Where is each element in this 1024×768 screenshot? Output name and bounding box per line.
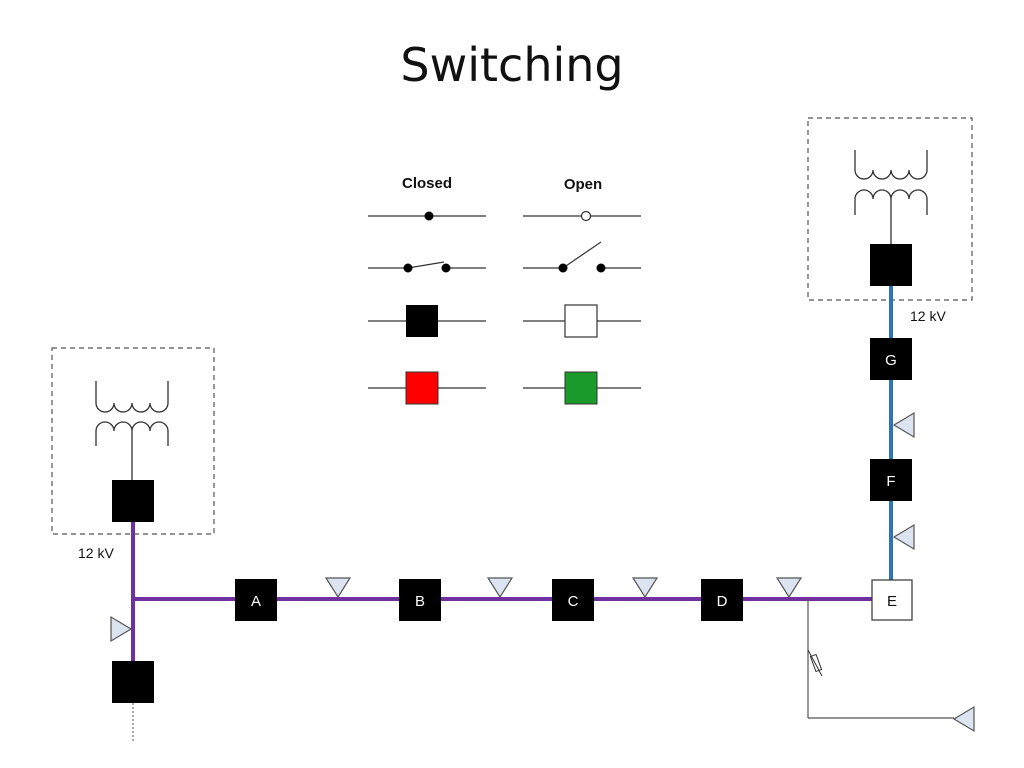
right-substation: 12 kV — [807, 117, 973, 324]
switch-c[interactable]: C — [552, 579, 594, 621]
switch-e-label: E — [887, 593, 897, 610]
transformer-icon — [854, 150, 928, 244]
switch-b[interactable]: B — [399, 579, 441, 621]
page-title: Switching — [400, 38, 624, 92]
switch-a[interactable]: A — [235, 579, 277, 621]
right-voltage-label: 12 kV — [910, 308, 946, 324]
switch-b-label: B — [415, 593, 425, 610]
left-substation: 12 kV — [51, 347, 215, 561]
switch-c-label: C — [568, 593, 579, 610]
legend-closed-breaker — [368, 305, 486, 337]
fused-lateral — [807, 599, 975, 733]
legend-open-label: Open — [564, 176, 602, 193]
fault-indicator-icon — [324, 577, 352, 599]
legend-closed-label: Closed — [402, 175, 452, 192]
legend-open-breaker — [523, 304, 641, 338]
fault-indicator-icon — [110, 615, 133, 643]
switch-d-label: D — [717, 593, 728, 610]
fault-indicator-icon — [892, 411, 915, 439]
left-voltage-label: 12 kV — [78, 545, 114, 561]
legend-closed-breaker-red — [368, 371, 486, 405]
legend-closed-contact — [368, 211, 486, 221]
fault-indicator-icon — [631, 577, 659, 599]
switch-f[interactable]: F — [870, 459, 912, 501]
fault-indicator-icon — [486, 577, 514, 599]
transformer-icon — [95, 381, 169, 480]
fault-indicator-icon — [892, 523, 915, 551]
switch-a-label: A — [251, 593, 261, 610]
legend-open-knife-switch — [523, 241, 641, 273]
switch-e[interactable]: E — [871, 579, 913, 621]
legend-open-breaker-green — [523, 371, 641, 405]
right-substation-breaker[interactable] — [870, 244, 912, 286]
legend-open-contact — [523, 210, 641, 222]
switch-g[interactable]: G — [870, 338, 912, 380]
left-substation-box — [51, 347, 215, 535]
fault-indicator-icon — [952, 705, 975, 733]
switch-d[interactable]: D — [701, 579, 743, 621]
left-substation-breaker[interactable] — [112, 480, 154, 522]
switch-g-label: G — [885, 352, 897, 369]
lower-left-breaker[interactable] — [112, 661, 154, 703]
legend: Closed Open — [368, 175, 641, 405]
legend-closed-knife-switch — [368, 261, 486, 273]
fault-indicator-icon — [775, 577, 803, 599]
switch-f-label: F — [886, 473, 895, 490]
fuse-icon — [807, 649, 823, 677]
